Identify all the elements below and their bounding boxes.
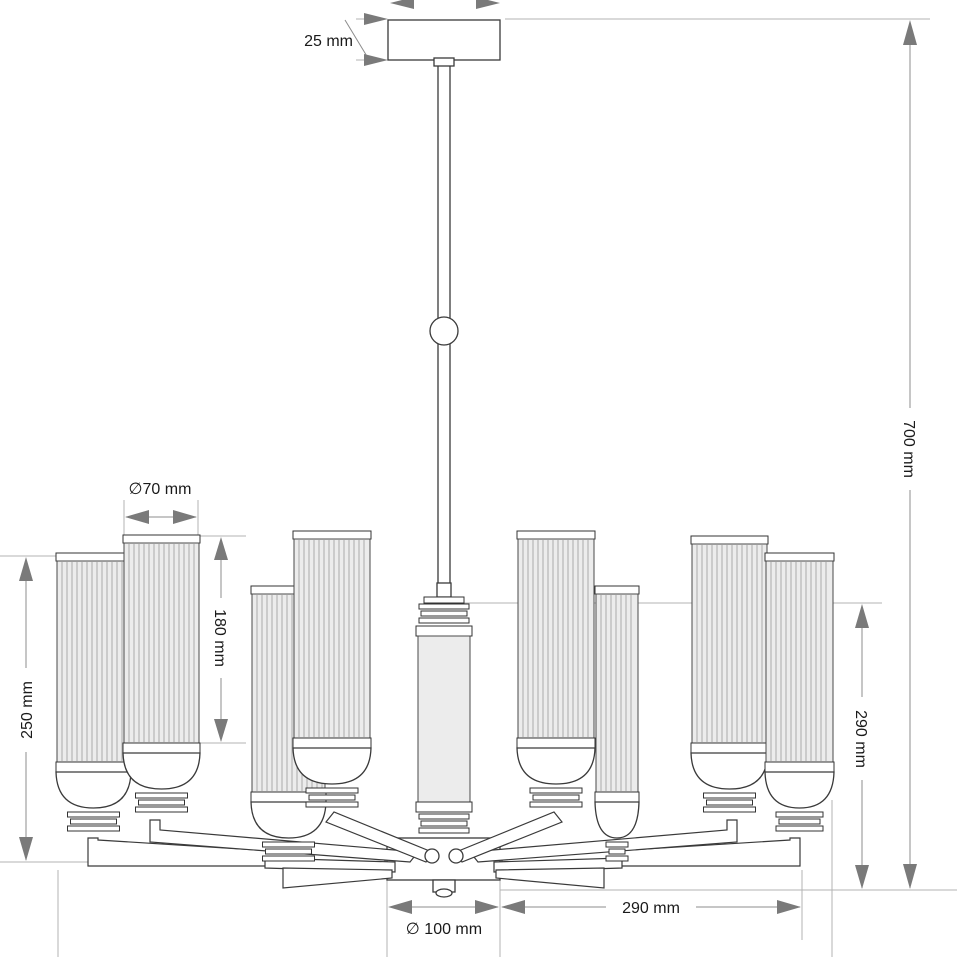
dimension-arm-height	[19, 557, 33, 861]
lamp-5	[516, 530, 596, 808]
lamp-2	[122, 534, 201, 813]
lamp-4	[292, 530, 372, 808]
dimension-shade-height	[214, 537, 228, 742]
dimension-center-diameter	[388, 900, 499, 914]
lamp-7	[690, 535, 769, 813]
dimension-arm-reach	[501, 900, 801, 914]
arm-reach-label: 290 mm	[622, 900, 680, 917]
center-column	[415, 596, 473, 834]
shade-diameter-label: ∅70 mm	[129, 481, 192, 498]
stem	[429, 57, 459, 598]
lamps	[55, 530, 835, 862]
dimension-total-height	[903, 20, 917, 889]
lamp-8	[764, 552, 835, 832]
dimension-canopy-height	[344, 0, 500, 66]
lamp-6	[594, 585, 640, 862]
center-diameter-label: ∅ 100 mm	[406, 921, 482, 938]
canopy-height-label: 25 mm	[304, 33, 353, 50]
arm-height-label: 250 mm	[19, 681, 36, 739]
canopy	[387, 19, 501, 61]
lamp-1	[55, 552, 132, 832]
shade-height-label: 180 mm	[211, 609, 228, 667]
dimension-shade-diameter	[125, 510, 197, 524]
lamp-height-label: 290 mm	[852, 710, 869, 768]
stem-ball	[429, 316, 459, 346]
total-height-label: 700 mm	[900, 420, 917, 478]
dimension-lamp-height	[855, 604, 869, 889]
